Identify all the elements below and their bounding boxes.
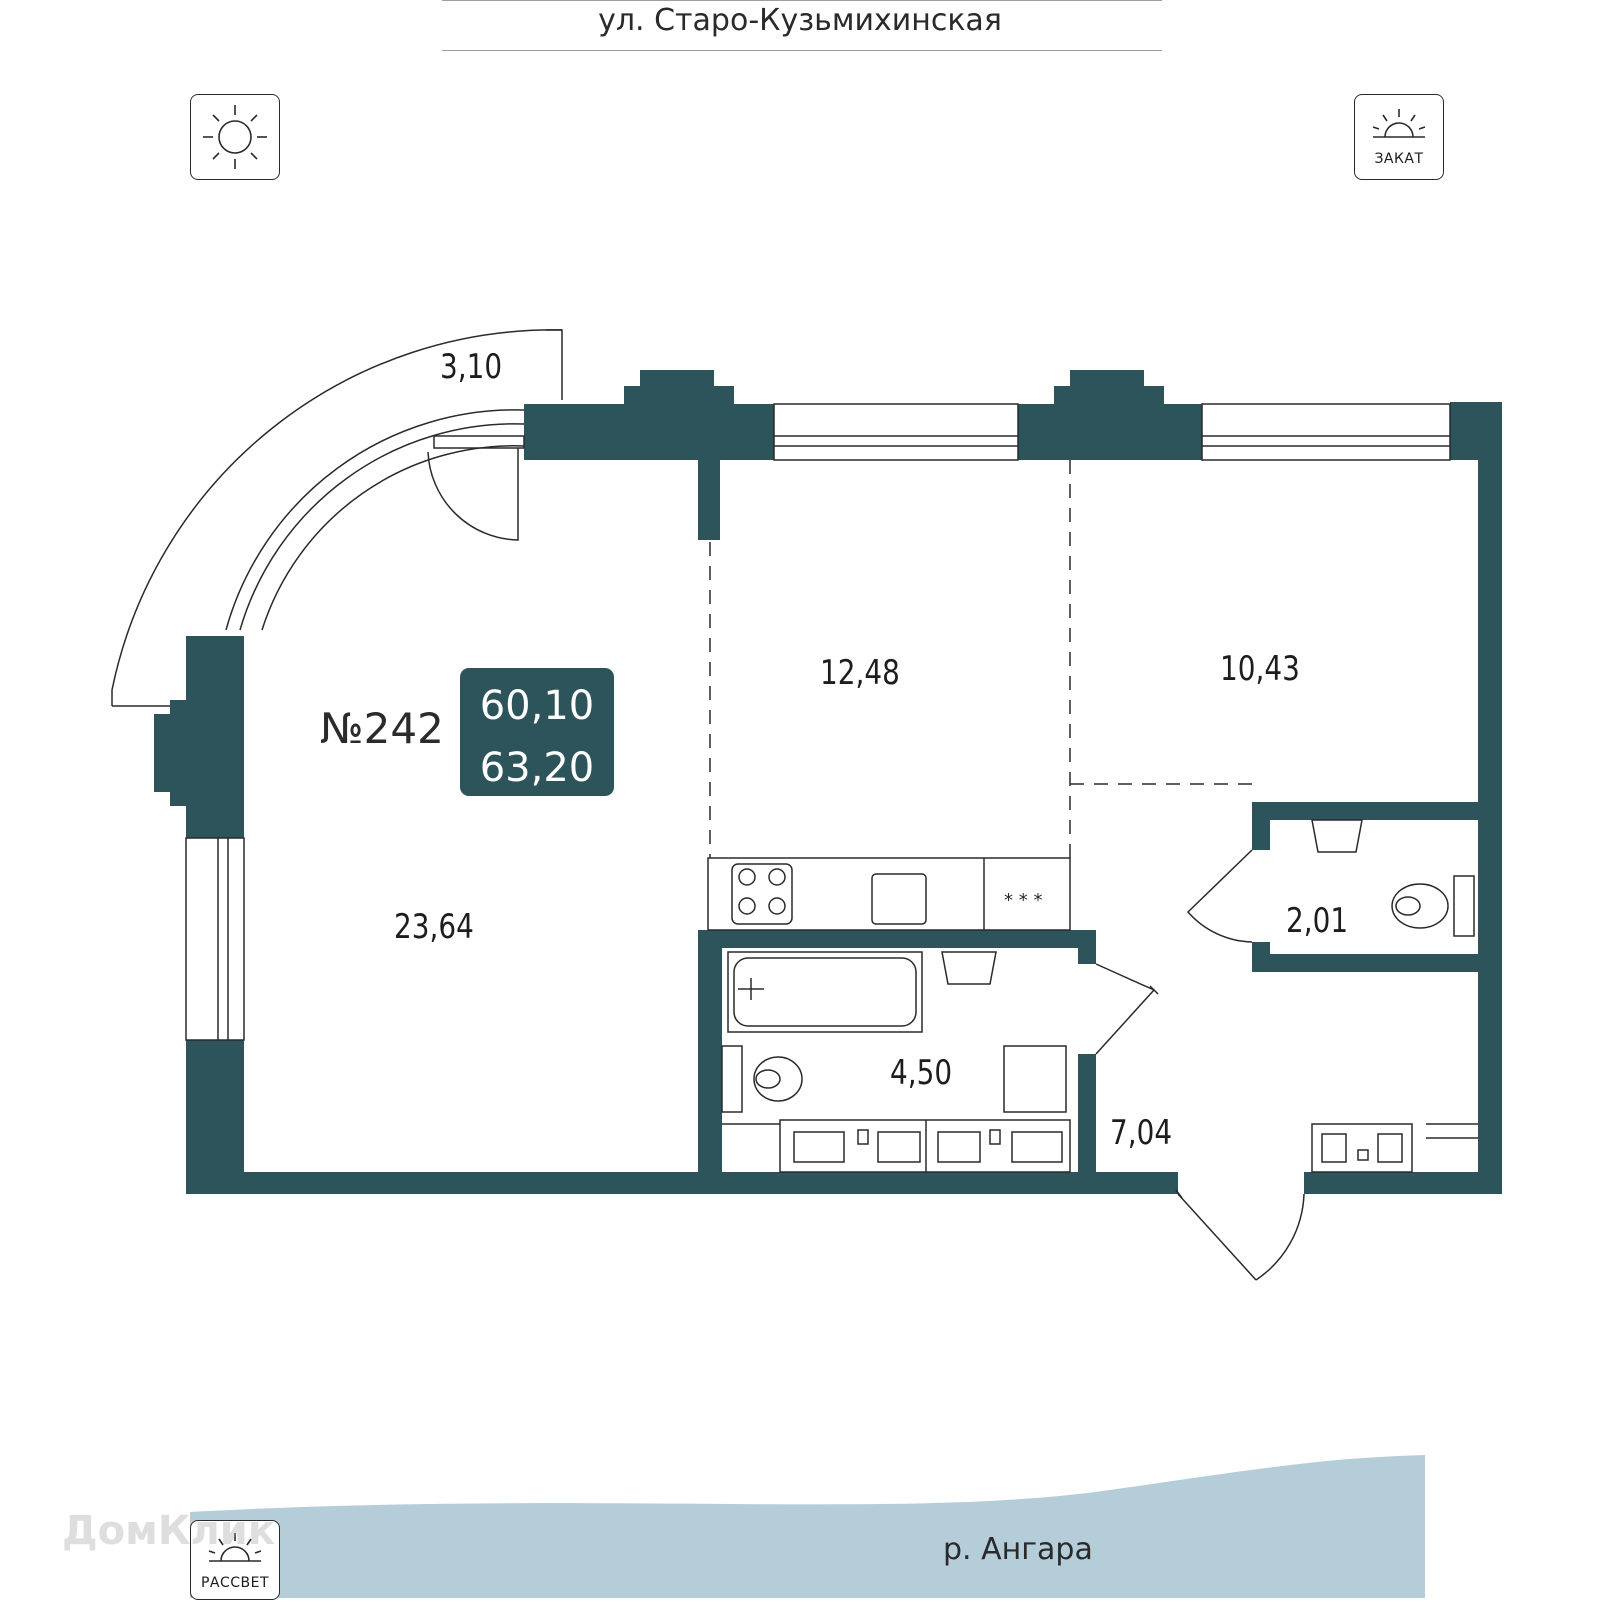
plan-lines: [111, 329, 1478, 1281]
watermark: ДомКлик: [62, 1508, 275, 1554]
toilet-area: 2,01: [1286, 901, 1349, 941]
exterior-walls: [154, 370, 1502, 1194]
area-total: 63,20: [479, 745, 595, 791]
area-badge: 60,10 63,20: [460, 668, 614, 796]
kitchen-area: 12,48: [820, 653, 900, 693]
sunset-icon: ЗАКАТ: [1354, 94, 1444, 180]
svg-text:* * *: * * *: [1004, 890, 1042, 911]
river-label: р. Ангара: [943, 1532, 1093, 1567]
street-top-line: [442, 0, 1162, 1]
street-bottom-line: [442, 50, 1162, 51]
street-label: ул. Старо-Кузьмихинская: [598, 3, 1002, 38]
area-living: 60,10: [479, 683, 595, 729]
sunrise-label: РАССВЕТ: [200, 1575, 270, 1591]
river-shape: [190, 1455, 1425, 1598]
sunset-label: ЗАКАТ: [1374, 151, 1424, 167]
bedroom-area: 10,43: [1220, 649, 1300, 689]
cooktop-dots: * * *: [1004, 890, 1042, 911]
sunrise-icon: РАССВЕТ: [190, 1520, 280, 1600]
balcony-area: 3,10: [440, 347, 503, 387]
living-room-area: 23,64: [394, 907, 474, 947]
apartment-number: №242: [320, 704, 444, 753]
hall-area: 7,04: [1110, 1113, 1173, 1153]
bathroom-area: 4,50: [890, 1053, 953, 1093]
sun-icon: [190, 94, 280, 180]
